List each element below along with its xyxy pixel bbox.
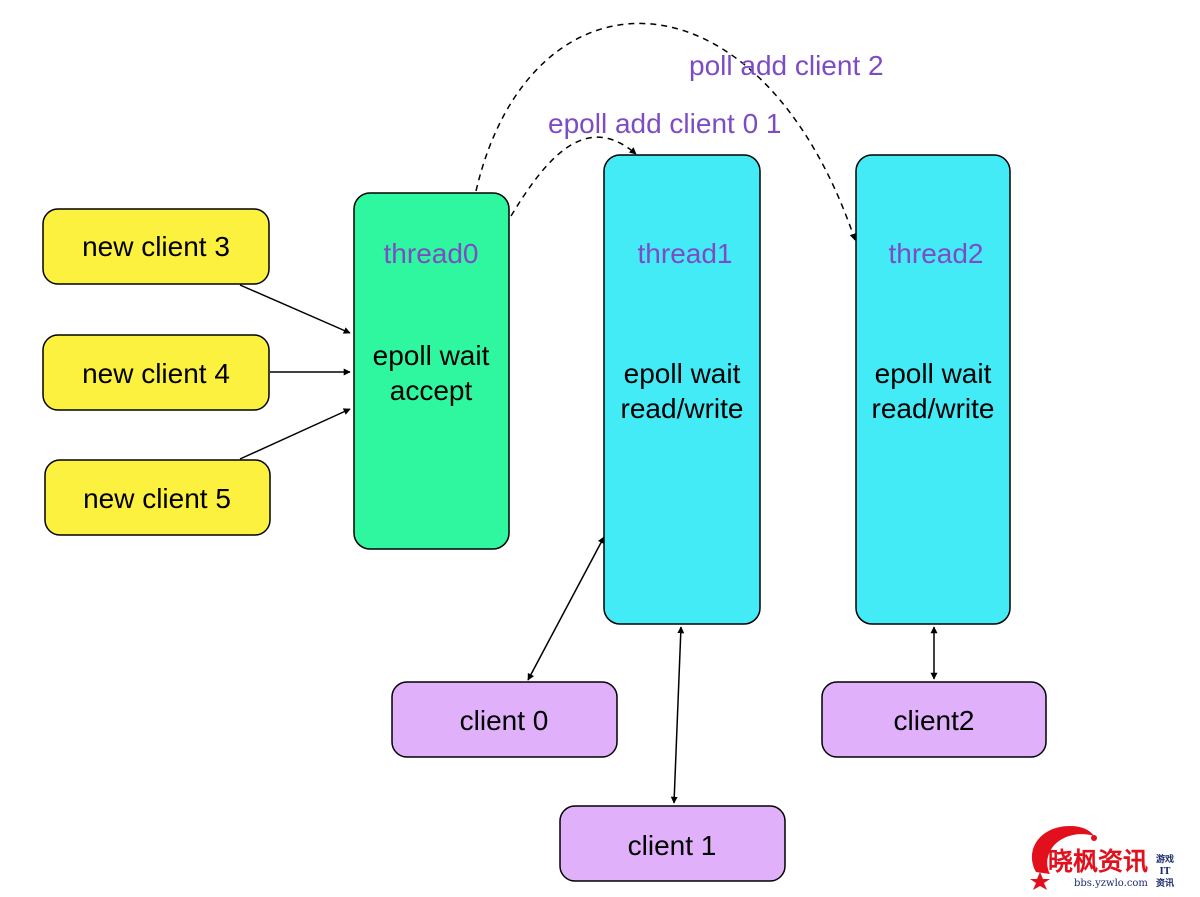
thread2-node: thread2 epoll wait read/write xyxy=(855,154,1011,625)
edge-thread0-to-thread2-dashed xyxy=(475,22,857,241)
edge-thread1-client-0 xyxy=(527,536,605,681)
thread1-title: thread1 xyxy=(638,238,733,269)
edge-label-epoll-add-client-0-1: epoll add client 0 1 xyxy=(548,108,782,139)
new-client-5-label: new client 5 xyxy=(83,483,231,514)
edge-label-poll-add-client-2: poll add client 2 xyxy=(689,50,884,81)
watermark-dot-icon xyxy=(1091,835,1097,841)
edge-thread1-client-1 xyxy=(670,626,685,804)
thread2-title: thread2 xyxy=(889,238,984,269)
thread0-text-line2: accept xyxy=(390,375,473,406)
watermark-brand: 晓枫资讯 xyxy=(1048,847,1148,876)
client-1-box xyxy=(559,805,786,882)
new-client-3-label: new client 3 xyxy=(82,231,230,262)
thread1-text-line2: read/write xyxy=(621,393,744,424)
new-client-4-node: new client 4 xyxy=(42,334,270,411)
client-0-node: client 0 xyxy=(391,681,618,758)
new-client-3-box xyxy=(42,208,270,285)
thread0-text-line1: epoll wait xyxy=(373,340,490,371)
client-2-label: client2 xyxy=(894,705,975,736)
watermark-side-line1: 游戏 xyxy=(1156,853,1174,865)
client-1-node: client 1 xyxy=(559,805,786,882)
new-client-5-box xyxy=(44,459,271,536)
client-2-box xyxy=(821,681,1047,758)
new-client-3-node: new client 3 xyxy=(42,208,270,285)
thread1-text-line1: epoll wait xyxy=(624,358,741,389)
watermark-swoosh-icon xyxy=(1031,826,1094,874)
edges xyxy=(239,22,938,804)
watermark-side-line2: IT xyxy=(1160,867,1171,877)
edge-thread0-to-thread1-dashed xyxy=(510,136,637,217)
thread0-node: thread0 epoll wait accept xyxy=(353,192,510,550)
thread2-text-line1: epoll wait xyxy=(875,358,992,389)
new-client-4-label: new client 4 xyxy=(82,358,230,389)
edge-new-client-3-to-thread0 xyxy=(239,284,351,334)
thread2-box xyxy=(855,154,1011,625)
thread1-box xyxy=(603,154,761,625)
new-client-4-box xyxy=(42,334,270,411)
thread2-text-line2: read/write xyxy=(872,393,995,424)
edge-new-client-5-to-thread0 xyxy=(239,408,351,460)
thread1-node: thread1 epoll wait read/write xyxy=(603,154,761,625)
client-2-node: client2 xyxy=(821,681,1047,758)
client-1-label: client 1 xyxy=(628,830,717,861)
thread0-box xyxy=(353,192,510,550)
watermark-url: bbs.yzwlo.com xyxy=(1074,878,1148,889)
new-client-5-node: new client 5 xyxy=(44,459,271,536)
watermark: 晓枫资讯 bbs.yzwlo.com 游戏 IT 资讯 xyxy=(1030,826,1174,890)
client-0-label: client 0 xyxy=(460,705,549,736)
watermark-side-line3: 资讯 xyxy=(1156,877,1174,889)
client-0-box xyxy=(391,681,618,758)
watermark-star-icon xyxy=(1030,872,1050,890)
thread0-title: thread0 xyxy=(384,238,479,269)
